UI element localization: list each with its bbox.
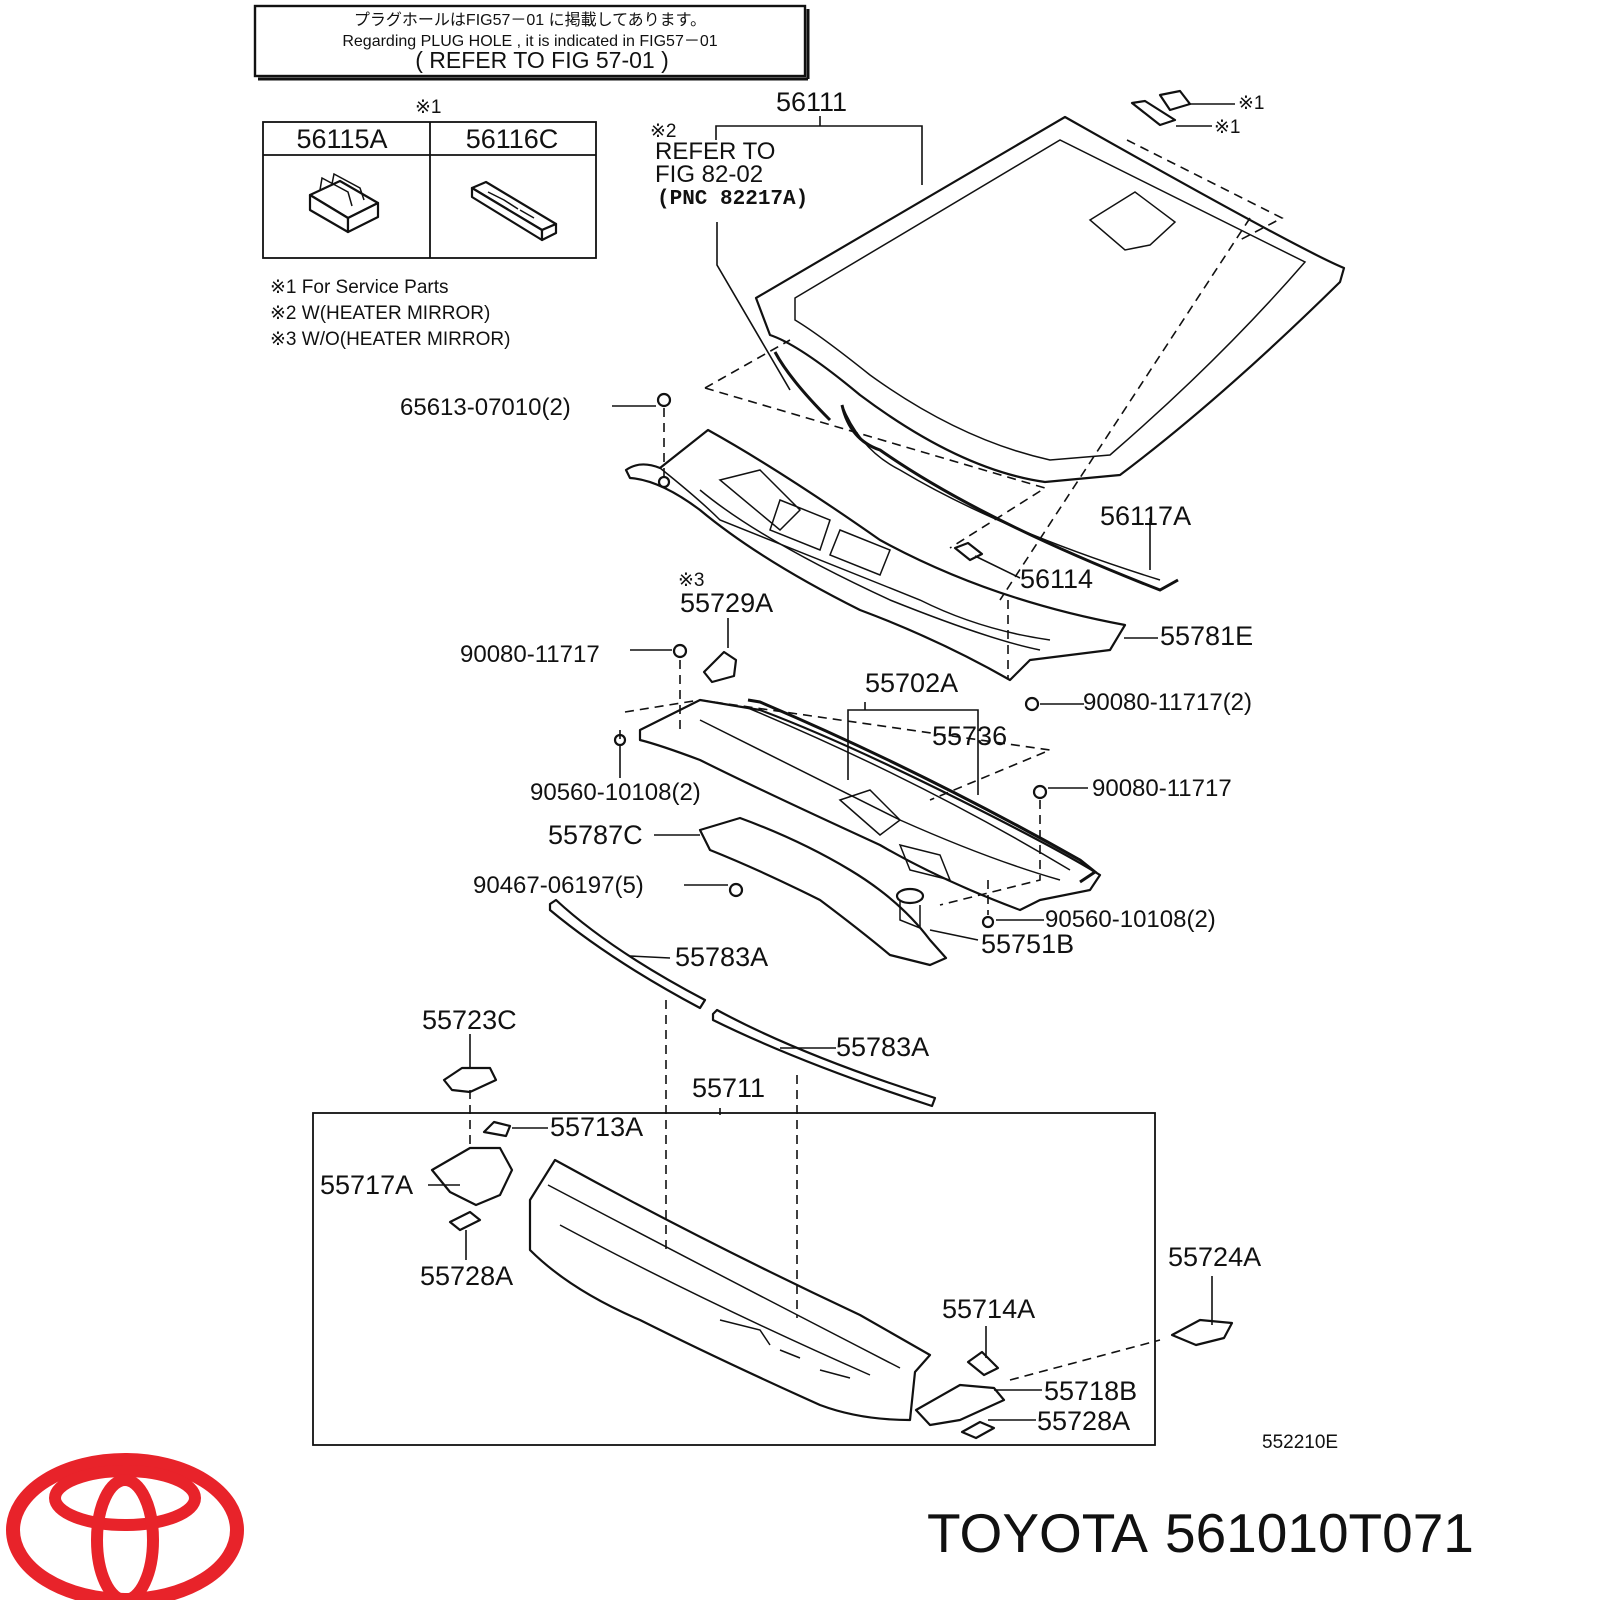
seal-strip-upper (548, 898, 707, 1010)
refer-line-3: (PNC 82217A) (657, 188, 808, 211)
service-clips-top (1130, 89, 1192, 127)
windshield-glass (754, 115, 1346, 592)
bracket-55713a (482, 1120, 512, 1138)
without-heater-mark: ※3 (678, 570, 705, 591)
cowl-louver (624, 428, 1127, 682)
label-55724A: 55724A (1168, 1242, 1261, 1272)
pad-55728a-right (960, 1420, 996, 1440)
label-55728A-left: 55728A (420, 1261, 513, 1291)
toyota-logo (6, 1453, 244, 1600)
inset-header-56116C: 56116C (466, 124, 559, 154)
label-55711: 55711 (692, 1073, 765, 1103)
clip-56115a-drawing (308, 172, 380, 234)
label-55783A-upper: 55783A (675, 942, 768, 972)
label-55781E: 55781E (1160, 621, 1253, 651)
refer-note: ※2 REFER TO FIG 82-02 (PNC 82217A) (650, 121, 808, 211)
label-90080-11717-c: 90080-11717 (1092, 775, 1232, 802)
label-55723C: 55723C (422, 1005, 517, 1035)
cowl-panel-assembly-box (312, 1112, 1156, 1446)
label-55729A: 55729A (680, 588, 773, 618)
plug-hole-notice: プラグホールはFIG57－01 に掲載してあります。 Regarding PLU… (253, 4, 810, 81)
bracket-55724a (1170, 1318, 1234, 1347)
notice-line-2: Regarding PLUG HOLE , it is indicated in… (342, 33, 717, 50)
label-56117A: 56117A (1100, 501, 1191, 531)
label-90560-10108-a: 90560-10108(2) (530, 779, 701, 806)
service-parts-inset: ※1 56115A 56116C (262, 97, 597, 259)
brand-name: TOYOTA (927, 1502, 1148, 1564)
service-mark-1: ※1 (1238, 93, 1265, 114)
service-mark-2: ※1 (1214, 117, 1241, 138)
label-90080-11717-a: 90080-11717 (460, 641, 600, 668)
bracket-55718b (914, 1383, 1006, 1427)
part-labels: 56111 ※1 ※1 65613-07010(2) 56117A 56114 … (320, 87, 1338, 1453)
refer-line-1: REFER TO (655, 138, 775, 165)
label-55718B: 55718B (1044, 1376, 1137, 1406)
refer-line-2: FIG 82-02 (655, 161, 763, 188)
clip-56116c-drawing (470, 180, 558, 242)
figure-code: 552210E (1262, 1432, 1338, 1453)
label-56111: 56111 (776, 87, 847, 117)
label-55702A: 55702A (865, 668, 958, 698)
label-55783A-lower: 55783A (836, 1032, 929, 1062)
label-55713A: 55713A (550, 1112, 643, 1142)
inset-mark: ※1 (415, 97, 442, 118)
label-55787C: 55787C (548, 820, 643, 850)
fasteners (613, 392, 1048, 929)
bracket-55717a (430, 1146, 514, 1207)
assembly-dashed-lines (469, 139, 1284, 1381)
inset-header-56115A: 56115A (296, 124, 387, 154)
seal-strip-lower (711, 1008, 937, 1108)
bracket-55723c (442, 1066, 498, 1094)
cowl-panel-lower (528, 1158, 932, 1422)
cowl-upper-panel (638, 698, 1102, 912)
refer-mark: ※2 (650, 121, 677, 142)
legend-notes: ※1 For Service Parts ※2 W(HEATER MIRROR)… (270, 277, 510, 350)
brand-caption: TOYOTA 561010T071 (927, 1502, 1474, 1564)
pad-55728a-left (448, 1210, 482, 1232)
label-65613-07010: 65613-07010(2) (400, 394, 571, 421)
notice-line-3: ( REFER TO FIG 57-01 ) (415, 47, 668, 73)
label-55714A: 55714A (942, 1294, 1035, 1324)
label-55751B: 55751B (981, 929, 1074, 959)
cowl-side-panel (698, 816, 948, 967)
label-55736: 55736 (932, 721, 1007, 751)
label-55717A: 55717A (320, 1170, 413, 1200)
legend-note-2: ※2 W(HEATER MIRROR) (270, 303, 490, 324)
notice-line-1: プラグホールはFIG57－01 に掲載してあります。 (354, 11, 706, 29)
brand-part-number: 561010T071 (1165, 1502, 1474, 1564)
legend-note-1: ※1 For Service Parts (270, 277, 449, 298)
label-90560-10108-b: 90560-10108(2) (1045, 906, 1216, 933)
label-90080-11717-b: 90080-11717(2) (1083, 689, 1252, 716)
bracket-55714a (966, 1350, 1000, 1377)
label-56114: 56114 (1020, 564, 1093, 594)
legend-note-3: ※3 W/O(HEATER MIRROR) (270, 329, 510, 350)
label-90467-06197: 90467-06197(5) (473, 872, 644, 899)
leader-lines (428, 103, 1235, 1421)
label-55728A-right: 55728A (1037, 1406, 1130, 1436)
